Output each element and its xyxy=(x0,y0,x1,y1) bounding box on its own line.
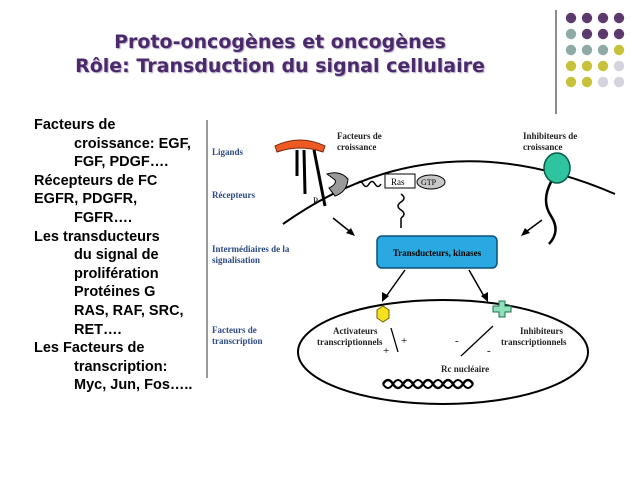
decorative-dot xyxy=(565,44,577,56)
decorative-dot xyxy=(613,60,625,72)
bullet-line: transcription: xyxy=(74,358,168,375)
decorative-dot xyxy=(565,76,577,88)
bullet-item: EGFR, PDGFR,FGFR…. xyxy=(34,190,224,227)
inhibitor-cross xyxy=(492,300,512,318)
activateurs-1: Activateurs xyxy=(333,326,378,336)
dna-helix xyxy=(381,378,475,390)
label-facteurs-1: Facteurs de xyxy=(212,325,257,335)
decorative-dot xyxy=(613,28,625,40)
bullet-line: Les transducteurs xyxy=(34,228,160,245)
bullet-line: croissance: EGF, xyxy=(74,135,191,152)
transducers-box xyxy=(376,235,498,269)
activator-hexagon xyxy=(376,305,390,323)
arrowhead-inhibitor-tf xyxy=(481,292,488,302)
inhibiteurs-croissance-2: croissance xyxy=(523,142,562,152)
bullet-item: RAS, RAF, SRC, RET…. xyxy=(34,302,224,339)
arrow-transducer-to-inhibitor xyxy=(468,269,486,299)
arrowhead-receptor xyxy=(346,228,355,236)
decorative-dot xyxy=(597,12,609,24)
bullet-line: RAS, RAF, SRC, xyxy=(74,302,184,319)
inhibiteurs-croissance-1: Inhibiteurs de xyxy=(523,131,577,141)
arrow-activator-to-dna xyxy=(390,327,399,353)
arrow-inhibitor-to-dna xyxy=(460,325,494,357)
facteurs-croissance-1: Facteurs de xyxy=(337,131,382,141)
arrow-transducer-to-activator xyxy=(384,269,406,299)
bullet-line: du signal de xyxy=(74,247,159,264)
minus-sign-2: - xyxy=(487,345,491,357)
inhibiteurs-tf-1: Inhibiteurs xyxy=(520,326,564,336)
decorative-dot xyxy=(613,76,625,88)
title-line-2: Rôle: Transduction du signal cellulaire xyxy=(75,55,485,77)
decorative-dot xyxy=(597,28,609,40)
decorative-dot xyxy=(597,76,609,88)
decorative-dot xyxy=(613,12,625,24)
label-ligands: Ligands xyxy=(212,147,244,157)
minus-sign-1: - xyxy=(455,335,459,347)
bullet-line: Protéines G xyxy=(74,284,156,301)
nucleus xyxy=(297,299,589,405)
decorative-dot xyxy=(565,28,577,40)
ras-label: Ras xyxy=(391,177,405,187)
bullet-line: prolifération xyxy=(74,265,159,282)
bullet-line: EGFR, PDGFR, xyxy=(34,191,138,208)
dna-helix-strand-2 xyxy=(382,379,474,389)
decorative-dot xyxy=(581,60,593,72)
bullet-line: FGF, PDGF…. xyxy=(74,154,169,171)
decorative-dot xyxy=(597,60,609,72)
bullet-list: Facteurs de croissance: EGF, FGF, PDGF….Ré… xyxy=(34,116,224,395)
decorative-dot xyxy=(565,60,577,72)
ras-linker xyxy=(356,180,382,188)
kinase-domain xyxy=(325,172,349,197)
vertical-divider xyxy=(555,10,557,114)
facteurs-croissance-2: croissance xyxy=(337,142,376,152)
phosphate-label: P xyxy=(313,196,318,206)
transducers-label: Transducteurs, kinases xyxy=(393,248,482,258)
inhibiteurs-tf-2: transcriptionnels xyxy=(501,337,567,347)
inhibitor-receptor xyxy=(544,181,557,245)
bullet-line: Myc, Jun, Fos….. xyxy=(74,377,193,394)
bullet-item: Récepteurs de FC xyxy=(34,172,224,191)
bullet-line: Récepteurs de FC xyxy=(34,172,158,189)
growth-inhibitor xyxy=(543,152,571,184)
label-intermediaires-1: Intermédiaires de la xyxy=(212,244,290,254)
ras-box xyxy=(384,173,416,189)
bullet-item: Protéines G xyxy=(34,283,224,302)
gtp-label: GTP xyxy=(421,178,437,187)
gtp-ellipse xyxy=(416,174,446,190)
activateurs-2: transcriptionnels xyxy=(317,337,383,347)
receptor-right xyxy=(312,149,327,207)
bullet-line: RET…. xyxy=(74,321,122,338)
decorative-dot xyxy=(565,12,577,24)
growth-factor-ligand xyxy=(274,139,326,153)
decorative-dot xyxy=(581,12,593,24)
decorative-dot xyxy=(597,44,609,56)
decorative-dot xyxy=(613,44,625,56)
title-line-1: Proto-oncogènes et oncogènes xyxy=(114,31,446,53)
ras-signal-squiggle xyxy=(397,193,405,219)
bullet-item: Facteurs de croissance: EGF, FGF, PDGF…. xyxy=(34,116,224,172)
bullet-line: Les Facteurs de xyxy=(34,340,145,357)
receptor-left xyxy=(302,149,307,195)
rc-nucleaire-label: Rc nucléaire xyxy=(441,364,489,374)
label-facteurs-2: transcription xyxy=(212,336,263,346)
arrowhead-activator xyxy=(382,292,389,302)
label-intermediaires-2: signalisation xyxy=(212,255,260,265)
plus-sign-1: + xyxy=(401,335,407,347)
signal-transduction-diagram: Ligands Récepteurs Intermédiaires de la … xyxy=(206,120,616,405)
plus-sign-2: + xyxy=(383,345,389,357)
slide-title: Proto-oncogènes et oncogènes Rôle: Trans… xyxy=(20,30,540,78)
decorative-dot xyxy=(581,76,593,88)
bullet-line: FGFR…. xyxy=(74,209,132,226)
decorative-dot xyxy=(581,28,593,40)
arrowhead-inhibitor xyxy=(521,228,530,236)
label-recepteurs: Récepteurs xyxy=(212,190,255,200)
bullet-line: Facteurs de xyxy=(34,117,116,133)
decorative-dot xyxy=(581,44,593,56)
